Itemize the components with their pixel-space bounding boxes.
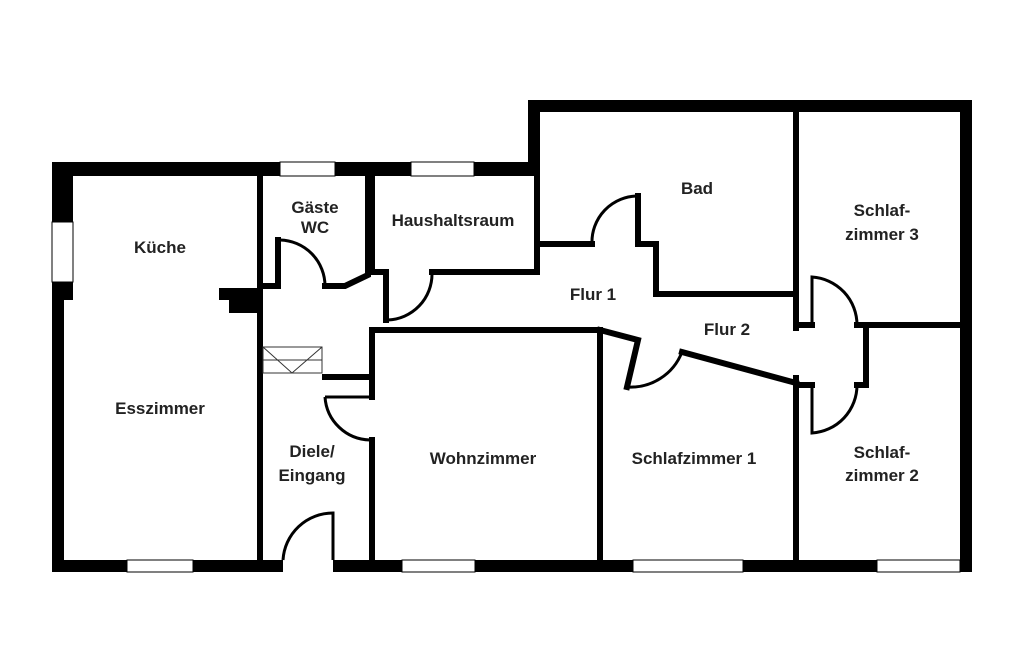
door-wohnzimmer [323,395,371,442]
window [51,221,74,283]
room-label-schlafzimmer-2: Schlaf- [854,443,911,462]
room-label-esszimmer: Esszimmer [115,399,205,418]
window [279,161,336,177]
room-label-diele: Eingang [278,466,345,485]
room-label-bad: Bad [681,179,713,198]
stairs-icon [262,346,323,374]
room-label-flur-1: Flur 1 [570,285,616,304]
entrance-door [281,511,335,561]
room-label-haushaltsraum: Haushaltsraum [392,211,515,230]
room-label-schlafzimmer-3: Schlaf- [854,201,911,220]
window [401,559,476,573]
interior-walls [219,109,963,563]
room-label-schlafzimmer-2: zimmer 2 [845,466,919,485]
windows [51,161,961,573]
door-schlafzimmer-2 [810,384,859,435]
window [876,559,961,573]
window [126,559,194,573]
door-schlafzimmer-1 [626,351,684,389]
outer-walls [52,100,972,572]
room-label-wohnzimmer: Wohnzimmer [430,449,537,468]
door-schlafzimmer-3 [810,275,859,326]
door-haushaltsraum [387,273,434,322]
door-gaeste-wc [279,238,327,287]
window [632,559,744,573]
room-label-kueche: Küche [134,238,186,257]
room-label-diele: Diele/ [289,442,335,461]
room-label-schlafzimmer-3: zimmer 3 [845,225,919,244]
room-label-gaeste-wc: Gäste [291,198,338,217]
entrance-opening [283,559,333,573]
room-label-flur-2: Flur 2 [704,320,750,339]
window [410,161,475,177]
room-label-gaeste-wc: WC [301,218,329,237]
doors [279,194,859,561]
door-bad [590,194,639,245]
room-label-schlafzimmer-1: Schlafzimmer 1 [632,449,757,468]
